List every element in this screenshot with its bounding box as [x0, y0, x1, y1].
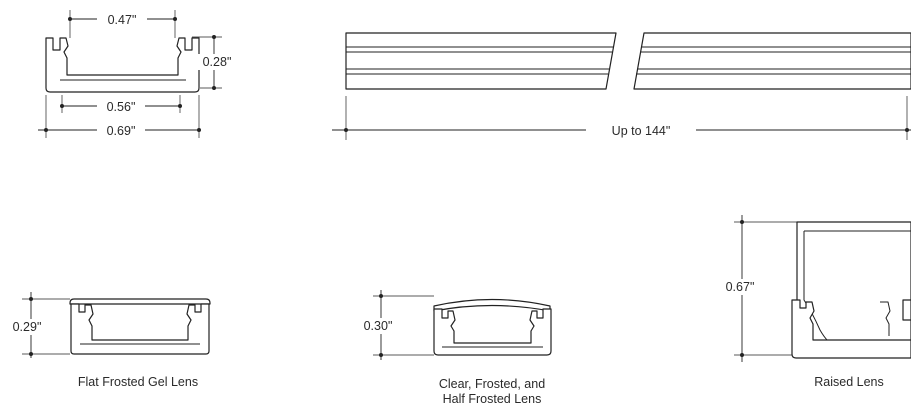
flat-lens-profile: 0.29" Flat Frosted Gel Lens [6, 292, 211, 389]
flat-lens-cover [69, 298, 211, 305]
label-top-width: 0.47" [108, 13, 137, 27]
clear-lens-profile: 0.30" Clear, Frosted, and Half Frosted L… [357, 290, 552, 406]
top-cross-section: 0.47" 0.28" 0.56" 0.69" [38, 10, 238, 138]
caption-clear-lens-line1: Clear, Frosted, and [439, 377, 545, 391]
raised-lens-channel [791, 299, 911, 359]
label-outer-width: 0.69" [107, 124, 136, 138]
caption-clear-lens-line2: Half Frosted Lens [443, 392, 542, 406]
label-clear-lens-height: 0.30" [364, 319, 393, 333]
clear-lens-cover [433, 298, 551, 312]
label-top-height: 0.28" [203, 55, 232, 69]
label-inner-width: 0.56" [107, 100, 136, 114]
label-flat-lens-height: 0.29" [13, 320, 42, 334]
caption-raised-lens: Raised Lens [814, 375, 884, 389]
channel-length-segment-left [345, 32, 617, 90]
label-raised-lens-height: 0.67" [726, 280, 755, 294]
label-length: Up to 144" [612, 124, 671, 138]
caption-flat-lens: Flat Frosted Gel Lens [78, 375, 198, 389]
clear-lens-channel [433, 308, 552, 356]
flat-lens-channel [70, 303, 210, 355]
channel-profile-open [45, 37, 200, 93]
channel-length-segment-right [633, 32, 911, 90]
raised-lens-profile: 0.67" Raised Lens [718, 215, 911, 389]
length-view: Up to 144" [332, 32, 911, 140]
raised-lens-cover [796, 221, 911, 351]
